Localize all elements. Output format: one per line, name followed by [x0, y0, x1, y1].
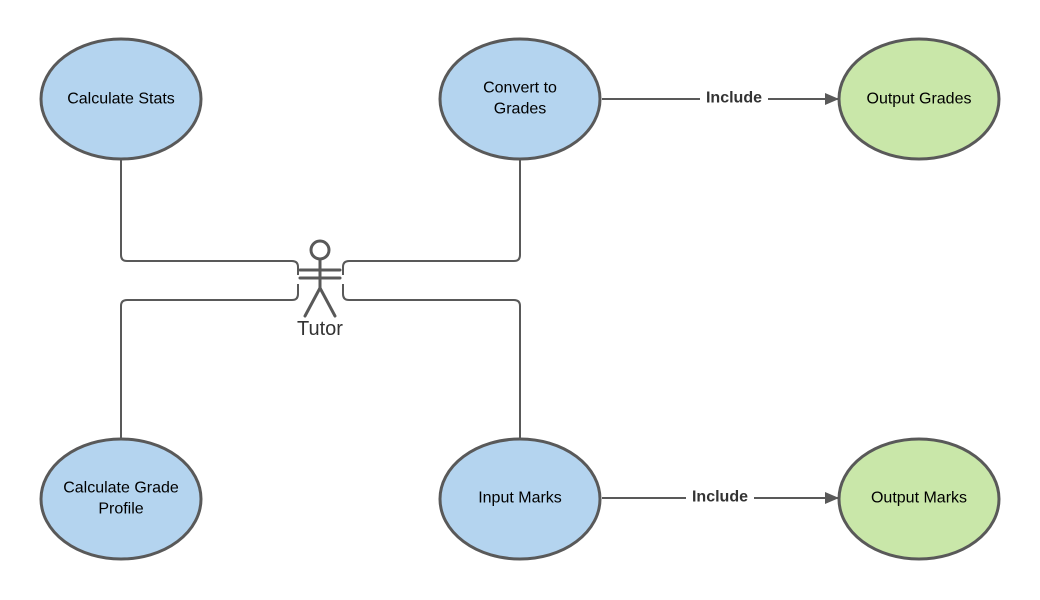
- output-grades[interactable]: Output Grades: [837, 37, 1001, 161]
- use-case-convert-to-grades[interactable]: Convert to Grades: [438, 37, 602, 161]
- use-case-calculate-grade-profile-label-line1: Calculate Grade: [63, 480, 179, 497]
- use-case-input-marks[interactable]: Input Marks: [438, 437, 602, 561]
- include-label-grades: Include: [700, 88, 768, 110]
- connector-input-marks: [342, 284, 521, 439]
- include-label-marks-text: Include: [692, 489, 748, 506]
- include-label-marks: Include: [686, 487, 754, 509]
- use-case-calculate-grade-profile-label-line2: Profile: [98, 501, 143, 518]
- connector-calculate-stats: [120, 160, 299, 275]
- use-case-input-marks-label: Input Marks: [478, 490, 562, 507]
- use-case-calculate-stats-label: Calculate Stats: [67, 91, 175, 108]
- actor-tutor-label: Tutor: [297, 318, 343, 340]
- include-label-grades-text: Include: [706, 90, 762, 107]
- output-marks-label: Output Marks: [871, 490, 967, 507]
- use-case-convert-to-grades-label-line2: Grades: [494, 101, 546, 118]
- use-case-convert-to-grades-label-line1: Convert to: [483, 80, 557, 97]
- output-marks[interactable]: Output Marks: [837, 437, 1001, 561]
- use-case-calculate-stats[interactable]: Calculate Stats: [39, 37, 203, 161]
- actor-tutor[interactable]: Tutor: [297, 239, 343, 340]
- connector-convert-to-grades: [342, 160, 521, 275]
- output-grades-label: Output Grades: [867, 91, 972, 108]
- use-case-calculate-grade-profile[interactable]: Calculate Grade Profile: [39, 437, 203, 561]
- connector-calculate-grade-profile: [120, 284, 299, 439]
- stick-figure-icon: [298, 239, 342, 318]
